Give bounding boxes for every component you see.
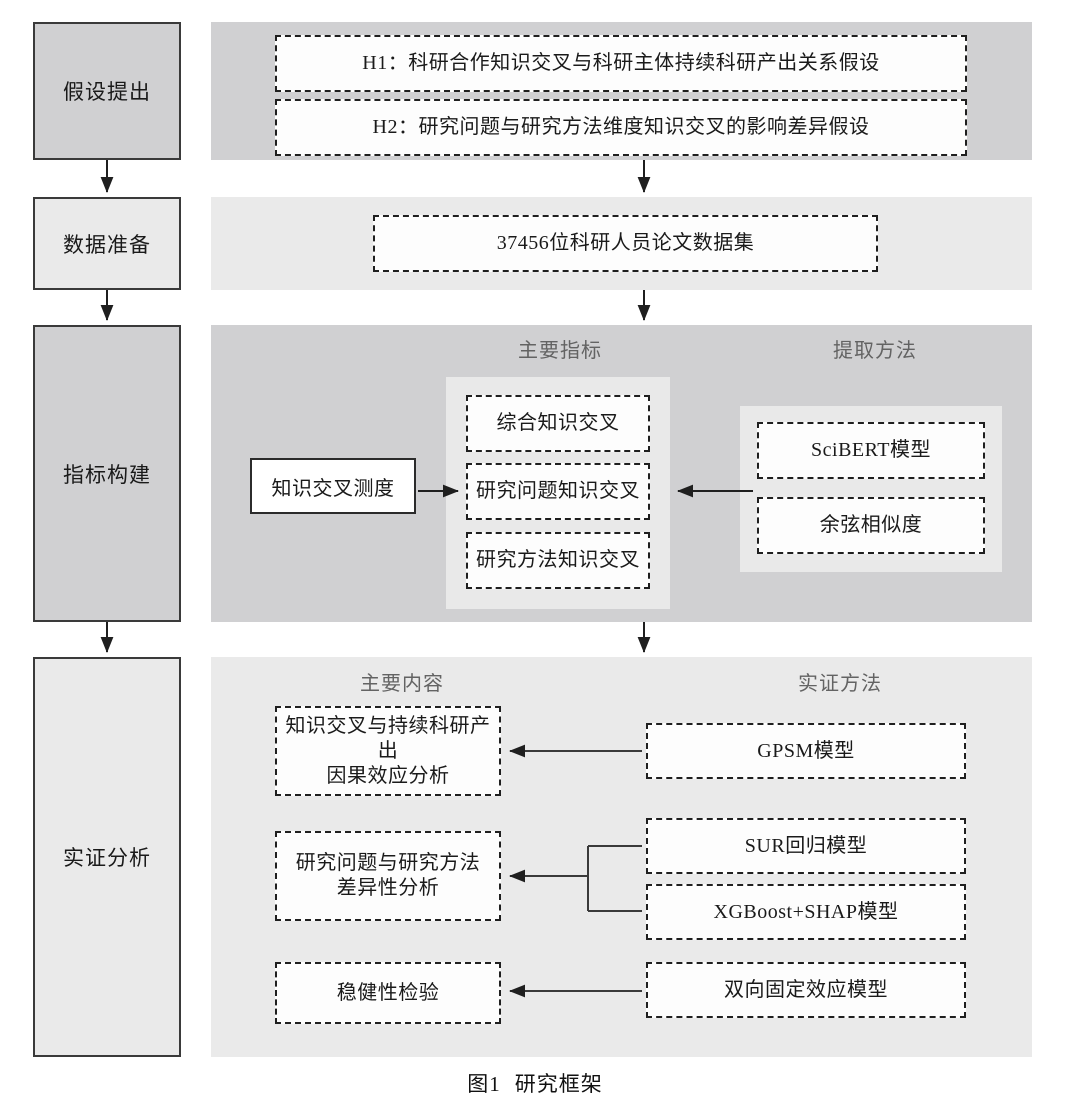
measure-label: 知识交叉测度	[271, 477, 395, 500]
empirical-content-header: 主要内容	[322, 667, 482, 696]
hypothesis-box-h2[interactable]: H2：研究问题与研究方法维度知识交叉的影响差异假设	[275, 99, 967, 156]
dataset-box[interactable]: 37456位科研人员论文数据集	[373, 215, 878, 272]
stage-box-indicator-construction[interactable]: 指标构建	[33, 325, 181, 622]
figure-caption: 图1 研究框架	[0, 1068, 1070, 1098]
stage-label: 假设提出	[63, 80, 151, 104]
method-label: SUR回归模型	[744, 834, 868, 857]
header-text: 主要内容	[360, 673, 444, 695]
stage-label: 指标构建	[63, 462, 151, 487]
indicator-label: 研究问题知识交叉	[476, 480, 640, 502]
header-text: 主要指标	[518, 340, 602, 362]
method-label: XGBoost+SHAP模型	[713, 900, 899, 923]
method-label: GPSM模型	[757, 739, 855, 762]
indicator-box-research-method[interactable]: 研究方法知识交叉	[466, 532, 650, 589]
empirical-content-box-causal-effect[interactable]: 知识交叉与持续科研产出 因果效应分析	[275, 706, 501, 796]
extraction-method-box-scibert[interactable]: SciBERT模型	[757, 422, 985, 479]
indicator-label: 研究方法知识交叉	[476, 549, 640, 571]
method-label: 余弦相似度	[819, 514, 923, 536]
header-text: 实证方法	[798, 673, 882, 695]
indicator-label: 综合知识交叉	[496, 412, 620, 434]
figure-title: 研究框架	[514, 1072, 603, 1096]
empirical-method-box-sur[interactable]: SUR回归模型	[646, 818, 966, 874]
empirical-method-box-two-way-fixed-effects[interactable]: 双向固定效应模型	[646, 962, 966, 1018]
header-text: 提取方法	[833, 340, 917, 362]
empirical-method-box-gpsm[interactable]: GPSM模型	[646, 723, 966, 779]
method-label: SciBERT模型	[811, 439, 931, 461]
stage-box-data-preparation[interactable]: 数据准备	[33, 197, 181, 290]
empirical-content-box-difference-analysis[interactable]: 研究问题与研究方法 差异性分析	[275, 831, 501, 921]
stage-label: 实证分析	[63, 846, 151, 870]
stage-label: 数据准备	[63, 232, 151, 257]
indicator-box-comprehensive[interactable]: 综合知识交叉	[466, 395, 650, 452]
content-label: 研究问题与研究方法 差异性分析	[295, 852, 481, 899]
extraction-method-box-cosine-similarity[interactable]: 余弦相似度	[757, 497, 985, 554]
hypothesis-box-h1[interactable]: H1：科研合作知识交叉与科研主体持续科研产出关系假设	[275, 35, 967, 92]
stage-box-hypothesis[interactable]: 假设提出	[33, 22, 181, 160]
indicator-main-header: 主要指标	[480, 334, 640, 363]
indicator-box-research-question[interactable]: 研究问题知识交叉	[466, 463, 650, 520]
empirical-method-box-xgboost-shap[interactable]: XGBoost+SHAP模型	[646, 884, 966, 940]
stage-box-empirical-analysis[interactable]: 实证分析	[33, 657, 181, 1057]
hypothesis-label: H1：科研合作知识交叉与科研主体持续科研产出关系假设	[362, 52, 880, 74]
empirical-content-box-robustness-test[interactable]: 稳健性检验	[275, 962, 501, 1024]
content-label: 稳健性检验	[336, 981, 440, 1004]
figure-number: 图1	[467, 1072, 501, 1096]
dataset-label: 37456位科研人员论文数据集	[496, 232, 755, 254]
method-label: 双向固定效应模型	[724, 978, 888, 1001]
indicator-method-header: 提取方法	[795, 334, 955, 363]
content-label: 知识交叉与持续科研产出 因果效应分析	[285, 714, 491, 787]
knowledge-crossover-measure-box[interactable]: 知识交叉测度	[250, 458, 416, 514]
hypothesis-label: H2：研究问题与研究方法维度知识交叉的影响差异假设	[372, 116, 870, 138]
empirical-method-header: 实证方法	[760, 667, 920, 696]
